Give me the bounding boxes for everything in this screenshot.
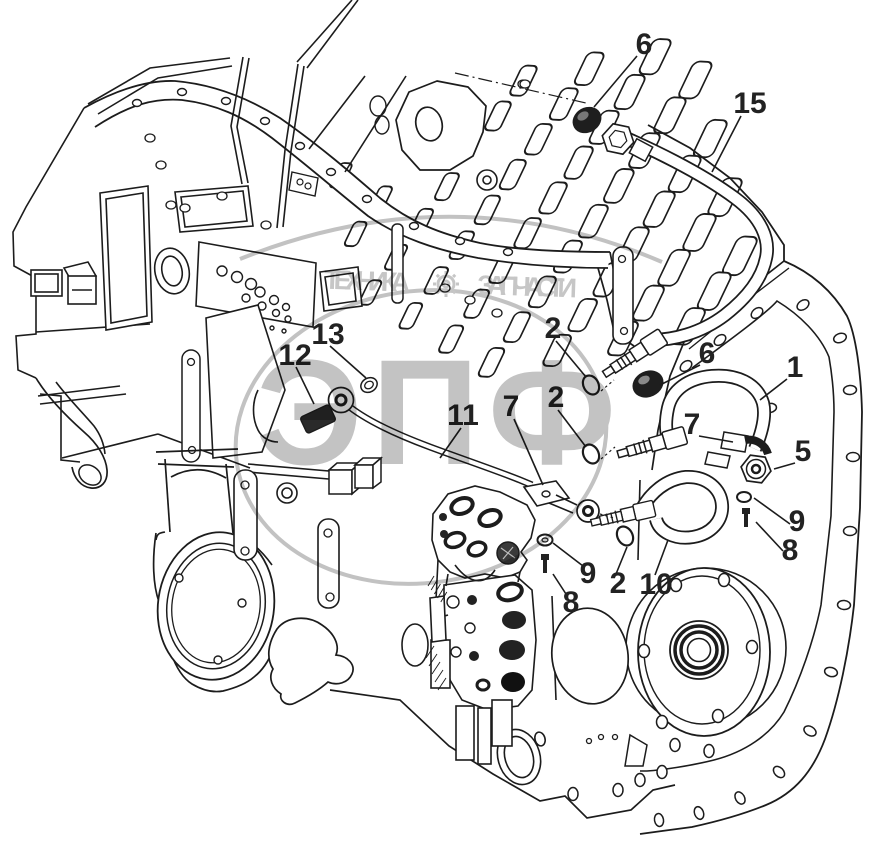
svg-text:2: 2 bbox=[548, 381, 565, 414]
svg-text:15: 15 bbox=[733, 87, 766, 120]
svg-text:6: 6 bbox=[636, 28, 653, 61]
svg-text:8: 8 bbox=[563, 586, 580, 619]
svg-text:ТЕХНИКА: ТЕХНИКА bbox=[324, 265, 411, 298]
svg-text:9: 9 bbox=[580, 557, 597, 590]
svg-text:ЭПФ: ЭПФ bbox=[256, 328, 616, 496]
svg-text:8: 8 bbox=[782, 534, 799, 567]
svg-text:6: 6 bbox=[699, 337, 716, 370]
svg-text:ЗАПЧАСТИ: ЗАПЧАСТИ bbox=[476, 270, 577, 303]
svg-text:9: 9 bbox=[789, 505, 806, 538]
svg-text:1: 1 bbox=[787, 351, 804, 384]
svg-text:10: 10 bbox=[639, 568, 672, 601]
svg-text:2: 2 bbox=[610, 567, 627, 600]
svg-text:7: 7 bbox=[684, 408, 701, 441]
svg-text:11: 11 bbox=[447, 399, 479, 432]
svg-text:5: 5 bbox=[795, 435, 812, 468]
svg-text:7: 7 bbox=[503, 390, 520, 423]
